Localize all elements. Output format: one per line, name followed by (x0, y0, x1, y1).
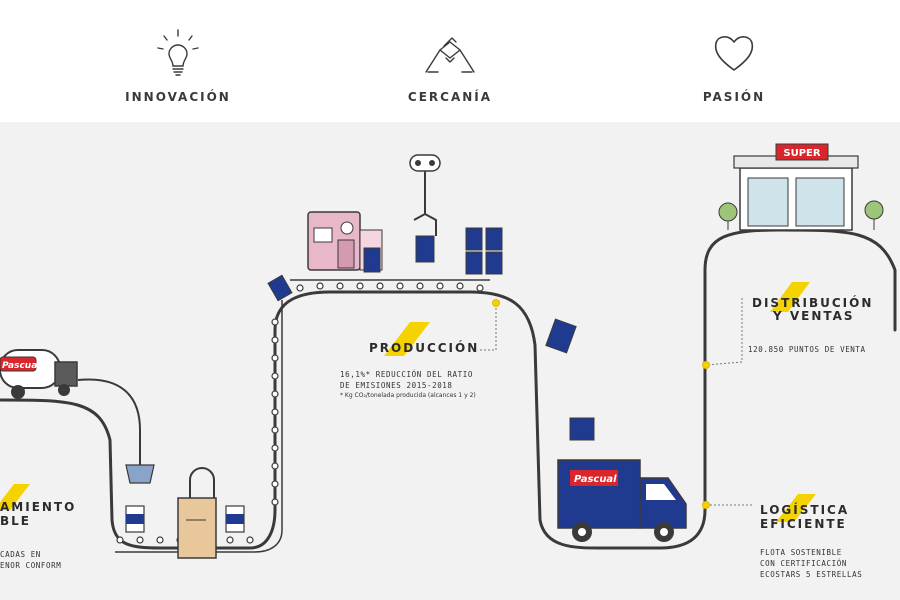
track-markers (492, 299, 710, 509)
milk-tanker-truck: Pascual (0, 349, 78, 399)
tanker-brand: Pascual (2, 361, 41, 371)
milk-cartons-top (267, 227, 503, 302)
logistics-line-2: CON CERTIFICACIÓN (760, 559, 847, 568)
value-label: PASIÓN (702, 90, 766, 104)
store-sign: SUPER (783, 148, 820, 159)
production-footnote: * Kg CO₂/tonelada producida (alcances 1 … (340, 392, 476, 399)
value-label: CERCANÍA (407, 90, 493, 104)
sourcing-title-1: AMIENTO (0, 500, 77, 514)
robotic-arm (409, 154, 441, 263)
distribution-title-2: Y VENTAS (773, 309, 855, 323)
distribution-title-1: DISTRIBUCIÓN (752, 296, 874, 310)
accent-marks (0, 282, 816, 522)
distribution-line-1: 120.850 PUNTOS DE VENTA (748, 345, 866, 354)
flying-carton (545, 318, 577, 354)
logistics-title-2: EFICIENTE (760, 517, 847, 531)
sourcing-line-2: ENOR CONFORM (0, 561, 62, 570)
supermarket-store: SUPER (718, 143, 884, 231)
sourcing-line-1: CADAS EN (0, 550, 41, 559)
value-pasion: PASIÓN (654, 28, 814, 104)
production-line-1: 16,1%* REDUCCIÓN DEL RATIO (340, 370, 473, 379)
truck-brand: Pascual (574, 474, 617, 485)
logistics-line-3: ECOSTARS 5 ESTRELLAS (760, 570, 863, 579)
heart-icon (714, 36, 754, 71)
value-innovacion: INNOVACIÓN (98, 28, 258, 104)
values-header: INNOVACIÓN CERCANÍA PASIÓN (0, 0, 900, 122)
logistics-line-1: FLOTA SOSTENIBLE (760, 548, 842, 557)
logistics-title-1: LOGÍSTICA (760, 503, 850, 517)
value-cercania: CERCANÍA (370, 28, 530, 104)
handshake-icon (425, 37, 475, 73)
milk-cartons-lower (125, 505, 245, 533)
delivery-truck: Pascual (557, 459, 687, 542)
production-line-2: DE EMISIONES 2015-2018 (340, 381, 453, 390)
packaging-machine (177, 467, 217, 559)
value-label: INNOVACIÓN (125, 90, 231, 104)
label-connectors (480, 298, 752, 506)
lightbulb-icon (157, 29, 199, 76)
sourcing-title-2: BLE (0, 514, 31, 528)
production-title: PRODUCCIÓN (369, 341, 480, 355)
flying-carton (569, 417, 595, 441)
